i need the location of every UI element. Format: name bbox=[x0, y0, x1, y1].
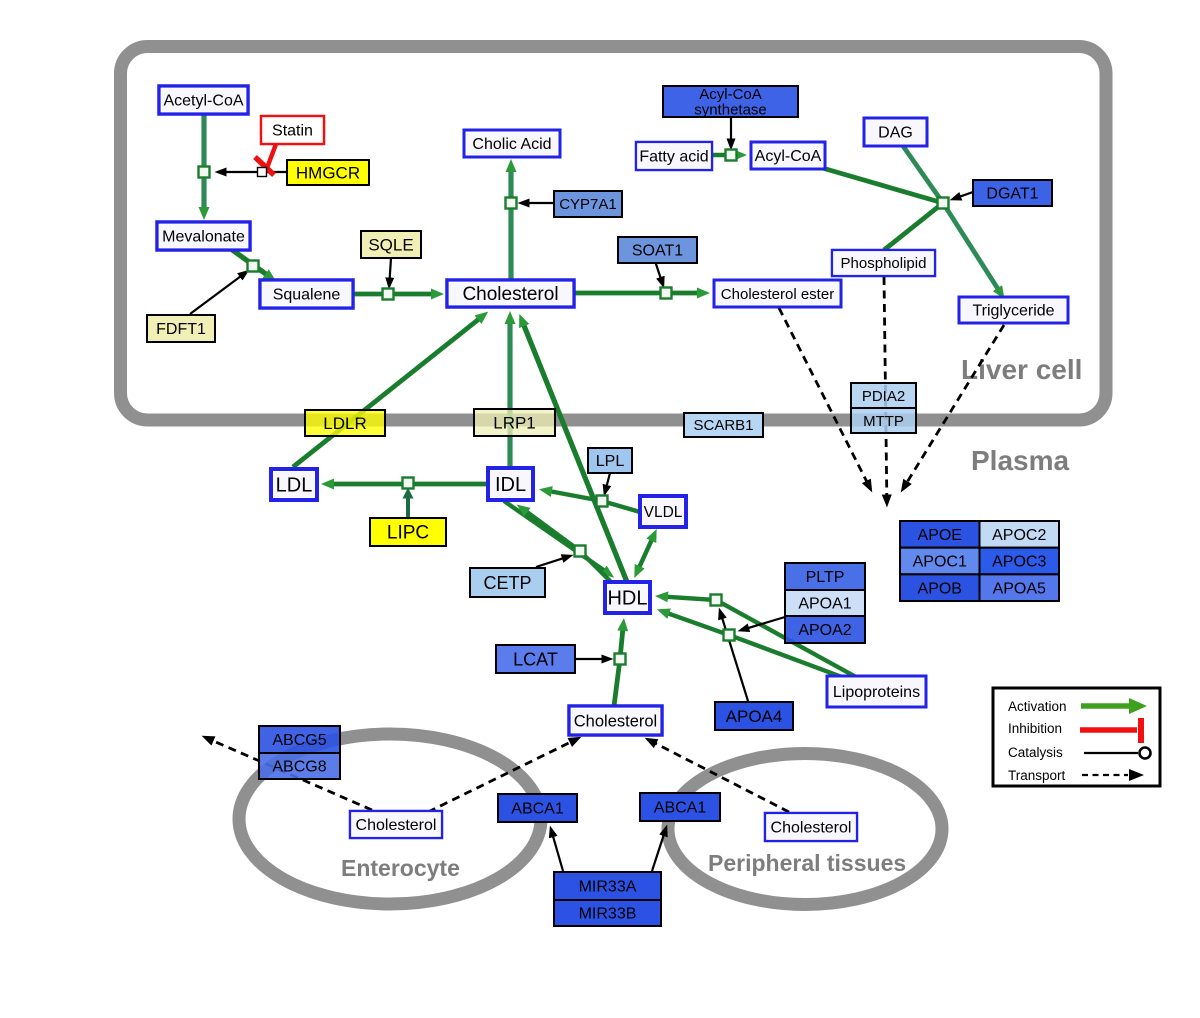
svg-text:DGAT1: DGAT1 bbox=[986, 186, 1038, 203]
svg-text:LDL: LDL bbox=[276, 475, 313, 497]
svg-text:Statin: Statin bbox=[272, 123, 313, 140]
svg-text:Liver cell: Liver cell bbox=[961, 354, 1082, 385]
svg-text:SQLE: SQLE bbox=[368, 235, 413, 254]
svg-text:APOE: APOE bbox=[918, 527, 962, 544]
svg-text:SCARB1: SCARB1 bbox=[693, 417, 753, 434]
svg-text:HDL: HDL bbox=[607, 588, 647, 610]
svg-text:CETP: CETP bbox=[483, 573, 531, 593]
svg-text:ABCG5: ABCG5 bbox=[272, 732, 326, 749]
svg-text:APOA2: APOA2 bbox=[798, 622, 851, 639]
svg-text:APOA5: APOA5 bbox=[993, 580, 1046, 597]
svg-text:Acyl-CoA: Acyl-CoA bbox=[755, 148, 822, 165]
svg-text:Inhibition: Inhibition bbox=[1008, 721, 1062, 736]
svg-text:Mevalonate: Mevalonate bbox=[162, 229, 245, 246]
svg-text:MIR33A: MIR33A bbox=[579, 879, 637, 896]
svg-text:APOA1: APOA1 bbox=[798, 596, 851, 613]
svg-text:LRP1: LRP1 bbox=[493, 413, 536, 432]
svg-text:Cholesterol: Cholesterol bbox=[462, 284, 558, 305]
svg-text:Plasma: Plasma bbox=[971, 445, 1069, 476]
svg-text:DAG: DAG bbox=[878, 125, 913, 142]
svg-text:FDFT1: FDFT1 bbox=[156, 321, 206, 338]
svg-text:Lipoproteins: Lipoproteins bbox=[833, 684, 920, 701]
svg-text:Enterocyte: Enterocyte bbox=[341, 855, 460, 881]
svg-text:Cholic Acid: Cholic Acid bbox=[472, 136, 551, 153]
svg-text:HMGCR: HMGCR bbox=[296, 163, 360, 182]
svg-text:Transport: Transport bbox=[1008, 768, 1066, 783]
svg-text:APOC2: APOC2 bbox=[992, 527, 1046, 544]
svg-text:APOC1: APOC1 bbox=[913, 554, 967, 571]
svg-text:VLDL: VLDL bbox=[644, 504, 683, 521]
svg-text:SOAT1: SOAT1 bbox=[632, 243, 683, 260]
svg-text:ABCG8: ABCG8 bbox=[272, 759, 326, 776]
svg-text:PLTP: PLTP bbox=[806, 569, 845, 586]
svg-text:LIPC: LIPC bbox=[387, 523, 429, 544]
svg-text:APOC3: APOC3 bbox=[992, 554, 1046, 571]
svg-text:ABCA1: ABCA1 bbox=[511, 801, 564, 818]
svg-text:PDIA2: PDIA2 bbox=[862, 388, 905, 405]
svg-text:Cholesterol: Cholesterol bbox=[574, 712, 657, 730]
svg-text:Triglyceride: Triglyceride bbox=[972, 303, 1054, 320]
svg-text:CYP7A1: CYP7A1 bbox=[559, 196, 617, 213]
svg-text:LCAT: LCAT bbox=[513, 649, 558, 669]
svg-text:APOB: APOB bbox=[918, 580, 962, 597]
svg-text:Phospholipid: Phospholipid bbox=[841, 255, 927, 272]
svg-text:ABCA1: ABCA1 bbox=[654, 800, 707, 817]
svg-text:Acyl-CoA: Acyl-CoA bbox=[699, 86, 762, 103]
svg-text:synthetase: synthetase bbox=[694, 101, 767, 118]
svg-text:Fatty acid: Fatty acid bbox=[639, 149, 708, 166]
svg-text:LDLR: LDLR bbox=[323, 414, 366, 433]
svg-text:MTTP: MTTP bbox=[863, 413, 904, 430]
svg-text:APOA4: APOA4 bbox=[726, 707, 783, 726]
svg-text:LPL: LPL bbox=[596, 453, 625, 470]
svg-text:Peripheral tissues: Peripheral tissues bbox=[708, 850, 906, 876]
svg-text:IDL: IDL bbox=[495, 474, 526, 496]
svg-text:Cholesterol ester: Cholesterol ester bbox=[721, 286, 834, 303]
svg-text:MIR33B: MIR33B bbox=[579, 906, 637, 923]
svg-text:Activation: Activation bbox=[1008, 699, 1067, 714]
svg-text:Cholesterol: Cholesterol bbox=[356, 817, 437, 834]
svg-text:Catalysis: Catalysis bbox=[1008, 745, 1063, 760]
svg-text:Cholesterol: Cholesterol bbox=[771, 820, 852, 837]
svg-text:Acetyl-CoA: Acetyl-CoA bbox=[163, 93, 243, 110]
svg-text:Squalene: Squalene bbox=[273, 287, 341, 304]
